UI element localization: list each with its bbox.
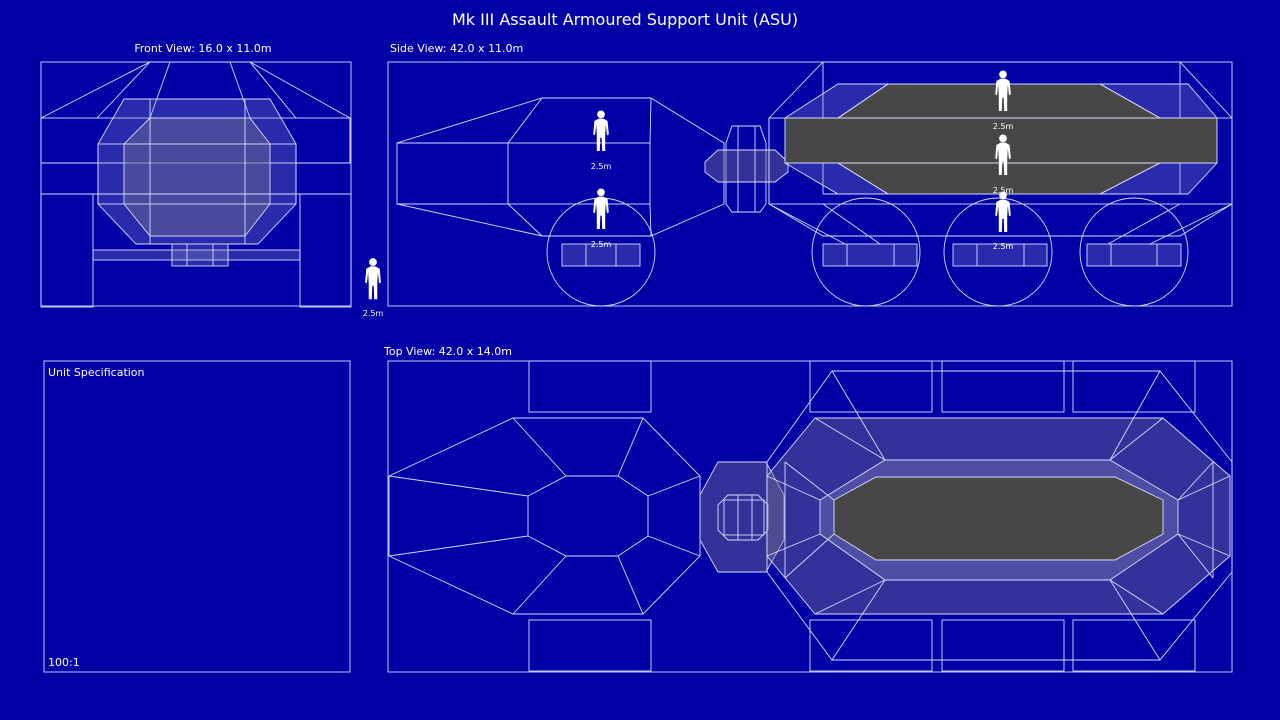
- top-rear-wheel-bl1: [809, 619, 933, 672]
- front-hub: [171, 243, 229, 267]
- front-hull-core: [123, 117, 271, 237]
- top-front-module: [388, 417, 701, 615]
- spec-panel-frame: [43, 360, 351, 673]
- side-view: Side View: 42.0 x 11.0m: [387, 42, 1233, 307]
- crew-figure-rear-top: 2.5m: [993, 70, 1014, 131]
- top-view: Top View: 42.0 x 14.0m: [383, 345, 1233, 673]
- top-front-wheel-right: [528, 619, 652, 672]
- top-front-wheel-left: [528, 360, 652, 413]
- side-view-label: Side View: 42.0 x 11.0m: [390, 42, 523, 55]
- side-joint: [725, 125, 767, 213]
- side-wheel-4: [1079, 197, 1189, 307]
- human-scale-figure: [365, 258, 381, 300]
- scale-figure: 2.5m: [363, 258, 384, 318]
- top-rear-wheel-tl1: [809, 360, 933, 413]
- drawing-title: Mk III Assault Armoured Support Unit (AS…: [452, 10, 798, 29]
- svg-text:2.5m: 2.5m: [591, 162, 612, 171]
- svg-text:2.5m: 2.5m: [993, 186, 1014, 195]
- top-joint: [699, 461, 785, 573]
- svg-text:2.5m: 2.5m: [591, 240, 612, 249]
- front-left-wheel: [40, 193, 94, 308]
- front-view: Front View: 16.0 x 11.0m: [40, 42, 352, 308]
- side-wheel-2: [811, 197, 921, 307]
- front-axle: [92, 249, 301, 261]
- svg-text:2.5m: 2.5m: [993, 122, 1014, 131]
- side-front-module: [396, 97, 725, 237]
- crew-figure-front-lower: 2.5m: [591, 188, 612, 249]
- top-rear-wheel-bl2: [941, 619, 1065, 672]
- spec-panel-title: Unit Specification: [48, 366, 145, 379]
- top-view-label: Top View: 42.0 x 14.0m: [383, 345, 512, 358]
- side-wheel-3: [943, 197, 1053, 307]
- crew-figure-rear-bottom: 2.5m: [993, 191, 1014, 251]
- top-rear-core: [833, 476, 1164, 561]
- top-rear-wheel-tl3: [1072, 360, 1196, 413]
- spec-panel-scale: 100:1: [48, 656, 80, 669]
- svg-text:2.5m: 2.5m: [993, 242, 1014, 251]
- scale-figure-label: 2.5m: [363, 309, 384, 318]
- side-wheel-1: [546, 197, 656, 307]
- top-rear-wheel-bl3: [1072, 619, 1196, 672]
- spec-panel: Unit Specification 100:1: [43, 360, 351, 673]
- crew-figure-front-upper: 2.5m: [591, 110, 612, 171]
- front-right-wheel: [299, 193, 352, 308]
- top-rear-wheel-tl2: [941, 360, 1065, 413]
- front-view-label: Front View: 16.0 x 11.0m: [134, 42, 271, 55]
- top-front-inner: [527, 475, 649, 557]
- crew-figure-rear-middle: 2.5m: [993, 134, 1014, 195]
- side-joint-collar: [704, 149, 789, 183]
